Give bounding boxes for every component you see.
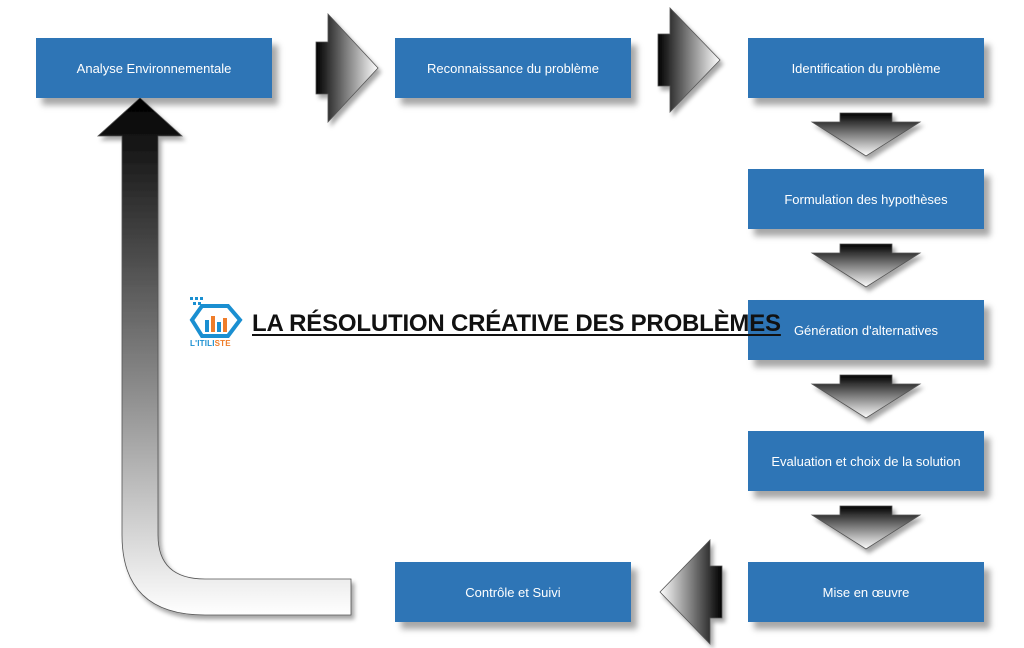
diagram-title: LA RÉSOLUTION CRÉATIVE DES PROBLÈMES xyxy=(252,310,781,337)
step-label: Mise en œuvre xyxy=(822,584,910,600)
logo-wordmark: L'ITILISTE xyxy=(190,339,231,348)
step-reconnaissance-probleme: Reconnaissance du problème xyxy=(395,38,631,98)
step-analyse-environnementale: Analyse Environnementale xyxy=(36,38,272,98)
arrow-right-1 xyxy=(315,12,379,124)
arrow-down-3 xyxy=(810,374,922,419)
arrow-down-2 xyxy=(810,243,922,288)
step-label: Contrôle et Suivi xyxy=(465,584,561,600)
logo-icon xyxy=(189,297,243,338)
arrow-down-4 xyxy=(810,505,922,550)
arrow-down-1 xyxy=(810,112,922,157)
step-generation-alternatives: Génération d'alternatives xyxy=(748,300,984,360)
step-label: Génération d'alternatives xyxy=(793,322,939,338)
step-label: Evaluation et choix de la solution xyxy=(771,453,961,469)
step-formulation-hypotheses: Formulation des hypothèses xyxy=(748,169,984,229)
title-block: L'ITILISTE LA RÉSOLUTION CRÉATIVE DES PR… xyxy=(188,294,781,354)
step-label: Reconnaissance du problème xyxy=(427,60,599,76)
step-label: Formulation des hypothèses xyxy=(784,191,948,207)
return-arrow xyxy=(96,97,352,616)
step-label: Identification du problème xyxy=(791,60,941,76)
step-controle-suivi: Contrôle et Suivi xyxy=(395,562,631,622)
arrow-right-2 xyxy=(657,7,721,113)
step-label: Analyse Environnementale xyxy=(76,60,232,76)
step-evaluation-choix-solution: Evaluation et choix de la solution xyxy=(748,431,984,491)
step-identification-probleme: Identification du problème xyxy=(748,38,984,98)
step-mise-en-oeuvre: Mise en œuvre xyxy=(748,562,984,622)
arrow-left-1 xyxy=(659,539,723,645)
litiliste-logo: L'ITILISTE xyxy=(188,294,246,354)
